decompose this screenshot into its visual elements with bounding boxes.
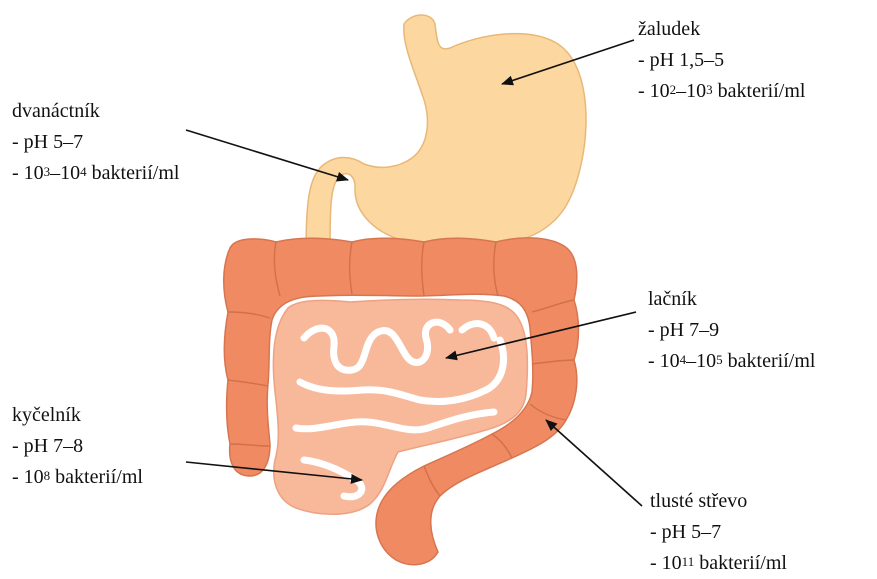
ileum-ph: - pH 7–8 (12, 431, 143, 462)
jejunum-bacteria: - 104–105 bakterií/ml (648, 346, 815, 377)
label-ileum: kyčelník - pH 7–8 - 108 bakterií/ml (12, 400, 143, 493)
colon-bacteria: - 1011 bakterií/ml (650, 548, 787, 579)
stomach-bacteria: - 102–103 bakterií/ml (638, 76, 805, 107)
jejunum-ph: - pH 7–9 (648, 315, 815, 346)
label-stomach: žaludek - pH 1,5–5 - 102–103 bakterií/ml (638, 14, 805, 107)
label-duodenum: dvanáctník - pH 5–7 - 103–104 bakterií/m… (12, 96, 179, 189)
duodenum-ph: - pH 5–7 (12, 127, 179, 158)
arrow-duodenum (186, 130, 348, 180)
ileum-name: kyčelník (12, 400, 143, 431)
colon-ph: - pH 5–7 (650, 517, 787, 548)
label-colon: tlusté střevo - pH 5–7 - 1011 bakterií/m… (650, 486, 787, 579)
ileum-bacteria: - 108 bakterií/ml (12, 462, 143, 493)
arrow-colon (546, 420, 642, 506)
stomach-shape (306, 15, 586, 252)
duodenum-bacteria: - 103–104 bakterií/ml (12, 158, 179, 189)
label-jejunum: lačník - pH 7–9 - 104–105 bakterií/ml (648, 284, 815, 377)
stomach-ph: - pH 1,5–5 (638, 45, 805, 76)
stomach-body (306, 15, 586, 252)
colon-name: tlusté střevo (650, 486, 787, 517)
duodenum-name: dvanáctník (12, 96, 179, 127)
jejunum-name: lačník (648, 284, 815, 315)
stomach-name: žaludek (638, 14, 805, 45)
